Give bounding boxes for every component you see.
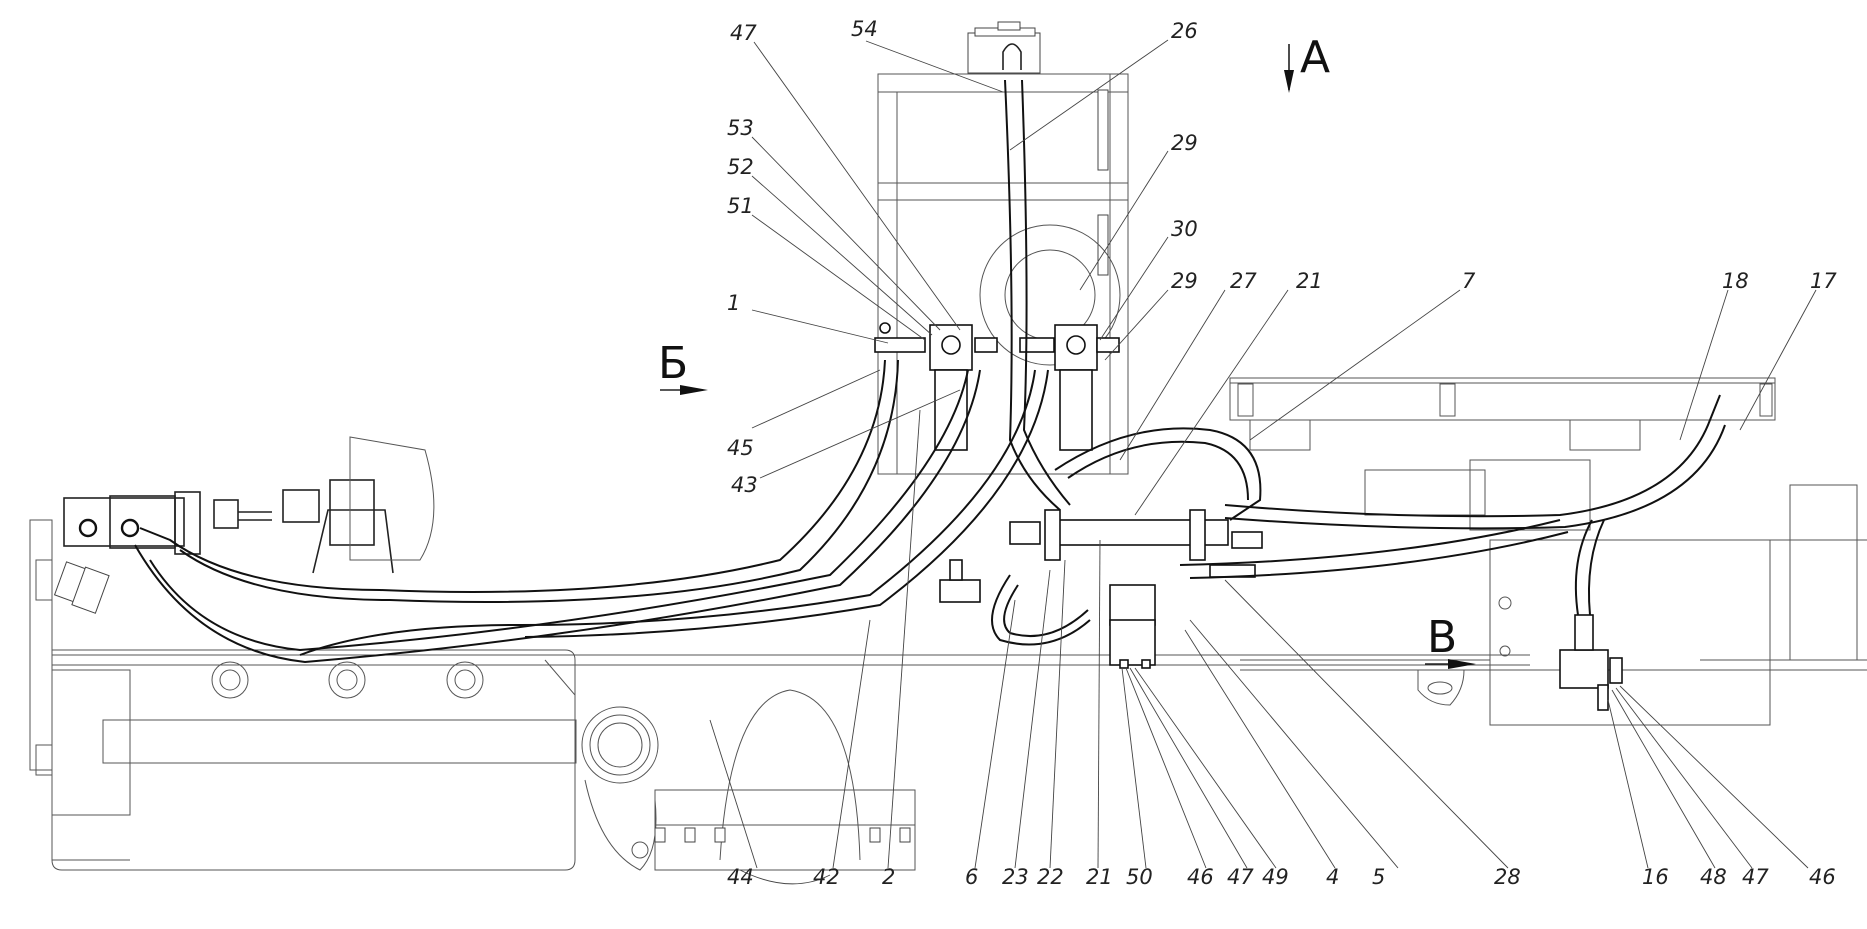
right-frame (1229, 377, 1867, 726)
callout-47-bottom: 47 (1227, 865, 1254, 889)
callout-45: 45 (727, 436, 754, 460)
callout-7: 7 (1462, 269, 1476, 293)
view-label-v: В (1427, 612, 1457, 663)
callout-21-bottom: 21 (1086, 865, 1113, 889)
callout-18: 18 (1722, 269, 1749, 293)
view-marker-v: В (1425, 612, 1476, 669)
callout-49: 49 (1262, 865, 1289, 889)
callout-48: 48 (1700, 865, 1727, 889)
callout-46: 46 (1187, 865, 1214, 889)
callout-22: 22 (1037, 865, 1064, 889)
callout-47-right: 47 (1742, 865, 1769, 889)
callouts-top-right: 26 29 30 29 27 21 7 18 17 (1171, 19, 1837, 293)
callout-50: 50 (1126, 865, 1153, 889)
callout-51: 51 (727, 194, 754, 218)
callout-2: 2 (882, 865, 895, 889)
callout-54: 54 (851, 17, 878, 41)
arrow-right-icon (1448, 659, 1476, 669)
callout-46-right: 46 (1809, 865, 1836, 889)
callout-23: 23 (1002, 865, 1029, 889)
leader-lines (709, 39, 1817, 885)
roller-wheels (211, 661, 484, 699)
callout-28: 28 (1494, 865, 1521, 889)
chassis-frame (29, 519, 1530, 871)
callout-43: 43 (731, 473, 758, 497)
view-label-a: А (1300, 32, 1330, 83)
valve-manifold (939, 509, 1263, 669)
bolts-row (654, 827, 911, 843)
pump-assembly (53, 436, 435, 614)
callouts-bottom: 44 42 2 6 23 22 21 50 46 47 49 4 5 28 16… (727, 865, 1836, 889)
callout-21: 21 (1296, 269, 1323, 293)
arrow-down-icon (1284, 70, 1294, 93)
callout-52: 52 (727, 155, 754, 179)
callout-53: 53 (727, 116, 754, 140)
hydraulic-hoses (134, 79, 1726, 664)
filter-assemblies (874, 322, 1120, 451)
callout-26: 26 (1171, 19, 1198, 43)
callout-29-lower: 29 (1171, 269, 1198, 293)
callout-44: 44 (727, 865, 754, 889)
arrow-right-icon (680, 385, 708, 395)
callout-16: 16 (1642, 865, 1669, 889)
callout-6: 6 (965, 865, 978, 889)
callout-47: 47 (730, 21, 757, 45)
callout-5: 5 (1372, 865, 1385, 889)
callout-29: 29 (1171, 131, 1198, 155)
callout-1: 1 (727, 291, 740, 315)
callout-4: 4 (1326, 865, 1339, 889)
callouts-top-left: 47 54 53 52 51 1 45 43 (727, 17, 878, 497)
view-marker-a: А (1284, 32, 1330, 93)
callout-17: 17 (1810, 269, 1837, 293)
callout-27: 27 (1230, 269, 1257, 293)
callout-30: 30 (1171, 217, 1198, 241)
view-marker-b: Б (658, 338, 708, 395)
callout-42: 42 (813, 865, 840, 889)
hydraulic-tank (877, 21, 1129, 475)
view-label-b: Б (658, 338, 688, 389)
